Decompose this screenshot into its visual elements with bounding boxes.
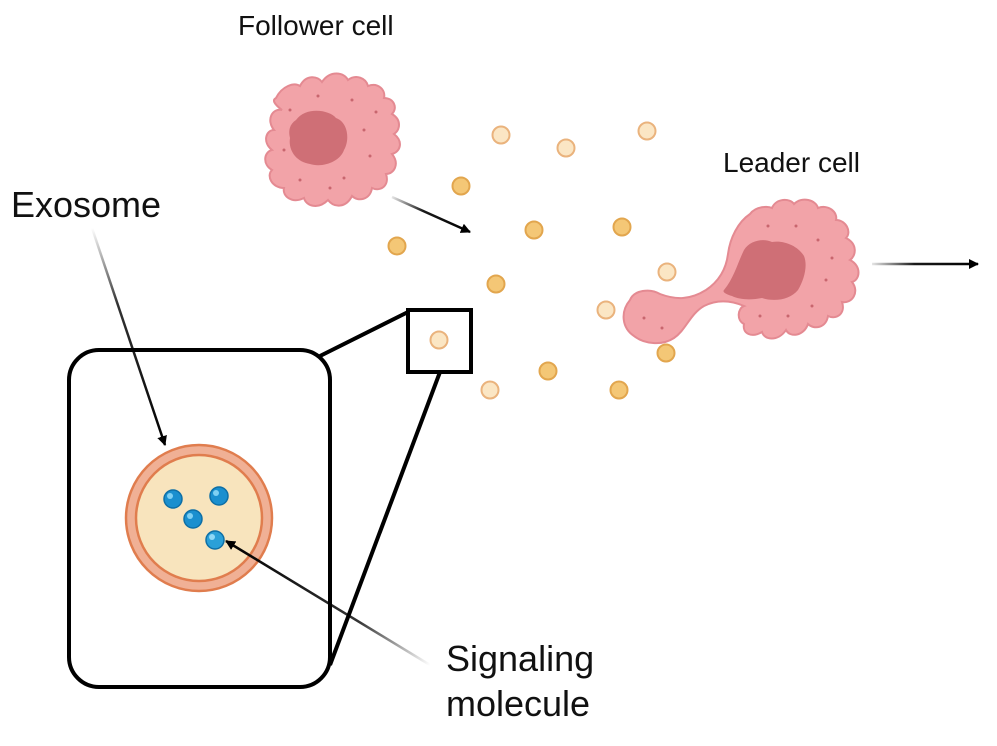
molecule-highlight xyxy=(213,490,219,496)
exosome-particle xyxy=(538,361,558,381)
zoom-connector-bottom xyxy=(328,371,442,666)
signaling-molecule xyxy=(183,509,203,529)
exosome-particle xyxy=(637,121,657,141)
exosome-label: Exosome xyxy=(11,184,162,225)
follower-cell-granules xyxy=(282,94,378,190)
follower-direction-arrow xyxy=(391,195,471,234)
signaling-molecule-icon xyxy=(163,486,229,550)
exosome-particle xyxy=(556,138,576,158)
signaling-molecule xyxy=(209,486,229,506)
exosome-particle-zoomed xyxy=(429,330,449,350)
leader-cell-nucleus xyxy=(723,240,806,300)
exosome-particle xyxy=(609,380,629,400)
follower-cell-label: Follower cell xyxy=(238,10,394,41)
exosome-particle xyxy=(486,274,506,294)
exosome-particle xyxy=(656,343,676,363)
exosome-particle xyxy=(387,236,407,256)
exosome-callout-arrow xyxy=(90,227,167,446)
follower-cell-nucleus xyxy=(289,110,348,166)
exosome-particle xyxy=(451,176,471,196)
molecule-highlight xyxy=(209,534,215,540)
leader-cell-label: Leader cell xyxy=(723,147,860,178)
exosome-particle xyxy=(596,300,616,320)
signaling-molecule-label-line1: Signaling xyxy=(446,638,595,679)
follower-cell-icon xyxy=(264,72,401,207)
exosome-icon xyxy=(124,443,274,593)
exosome-particle xyxy=(657,262,677,282)
signaling-molecule xyxy=(163,489,183,509)
zoom-connector-top xyxy=(319,310,409,358)
exosome-particles xyxy=(387,121,677,400)
leader-cell-icon xyxy=(622,198,860,344)
molecule-highlight xyxy=(187,513,193,519)
exosome-particle xyxy=(491,125,511,145)
signaling-molecule-label-line2: molecule xyxy=(446,683,591,724)
signaling-molecule-callout-arrow xyxy=(225,539,431,667)
molecule-highlight xyxy=(167,493,173,499)
exosome-particle xyxy=(612,217,632,237)
leader-cell-granules xyxy=(642,224,834,330)
signaling-molecule xyxy=(205,530,225,550)
exosome-particle xyxy=(480,380,500,400)
exosome-particle xyxy=(524,220,544,240)
